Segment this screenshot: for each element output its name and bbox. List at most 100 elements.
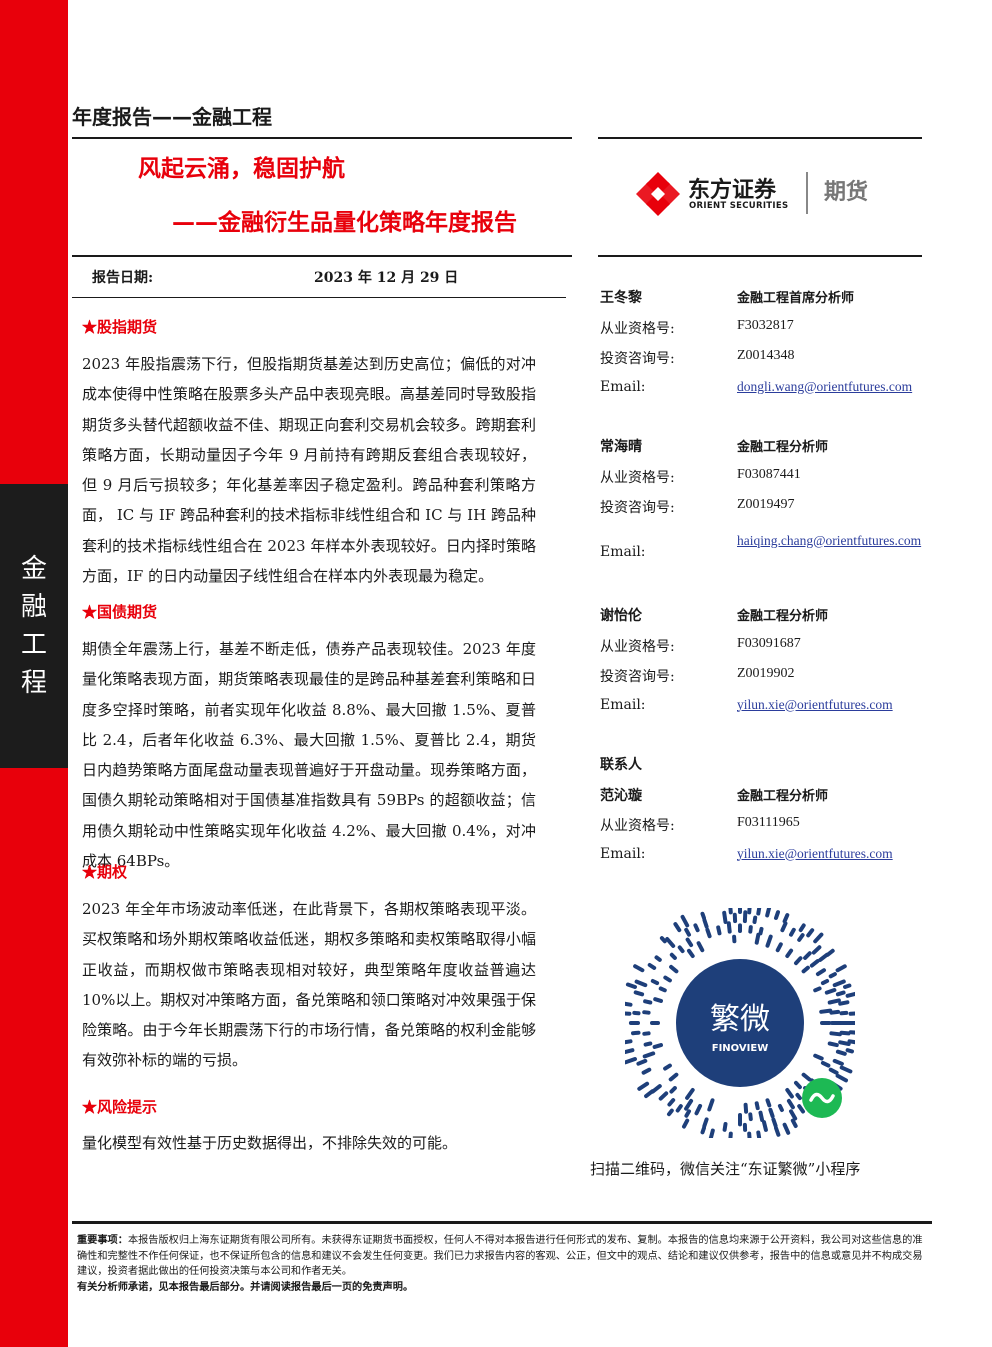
qr-ray (803, 951, 812, 960)
qr-ray (756, 1130, 762, 1138)
qr-ray (667, 1098, 676, 1107)
qr-ray (647, 963, 657, 970)
qr-ray (824, 988, 837, 995)
side-label-char: 工 (20, 630, 47, 660)
qr-ray (827, 1041, 839, 1048)
qr-ray (829, 1009, 841, 1015)
qr-ray (790, 1118, 798, 1128)
analyst-email-link[interactable]: dongli.wang@orientfutures.com (737, 378, 913, 394)
qr-ray (835, 964, 847, 973)
qr-ray (743, 1102, 749, 1114)
qr-ray (728, 1131, 733, 1138)
qr-ray (677, 945, 685, 954)
analyst-qual-label: 从业资格号: (600, 469, 675, 486)
qr-ray (839, 1030, 851, 1036)
qr-ray (641, 1067, 652, 1075)
qr-ray (838, 1040, 851, 1046)
section-heading-index-futures: ★股指期货 (82, 318, 158, 336)
qr-ray (625, 1039, 633, 1045)
report-subtitle: ——金融衍生品量化策略年度报告 (172, 210, 517, 236)
qr-ray (625, 1001, 633, 1007)
qr-ray (811, 945, 822, 955)
analyst-name: 常海晴 (600, 439, 642, 455)
analyst-role: 金融工程首席分析师 (737, 290, 855, 305)
qr-ray (801, 965, 810, 974)
qr-center-badge (676, 959, 804, 1087)
qr-ray (748, 1112, 753, 1122)
mini-program-glyph (809, 1092, 835, 1104)
title-rule-right (598, 255, 922, 257)
qr-ray (705, 927, 712, 939)
analyst-qual: F03087441 (737, 466, 801, 482)
qr-ray (828, 972, 837, 979)
analyst-role: 金融工程分析师 (737, 439, 829, 454)
qr-ray (754, 932, 761, 945)
qr-ray (839, 1065, 853, 1074)
qr-ray (786, 1098, 795, 1110)
qr-ray (669, 964, 679, 974)
qr-ray (700, 911, 706, 920)
qr-ray (771, 1117, 778, 1128)
qr-ray (636, 1058, 648, 1066)
qr-ray (633, 990, 645, 997)
qr-ray (797, 1104, 805, 1114)
analyst-inv-label: 投资咨询号: (600, 500, 675, 516)
report-date-label: 报告日期: (92, 270, 154, 286)
analyst-inv-label: 投资咨询号: (600, 669, 675, 685)
brand-division: 期货 (824, 180, 869, 205)
qr-ray (680, 914, 690, 928)
qr-ray (756, 908, 762, 916)
qr-ray (809, 959, 820, 968)
qr-ray (653, 997, 663, 1003)
analyst-email-label: Email: (600, 696, 646, 713)
qr-ray (765, 934, 773, 948)
contact-qual: F03111965 (737, 815, 800, 830)
qr-ray (687, 948, 695, 958)
qr-ray (625, 1057, 637, 1065)
contact-heading: 联系人 (600, 757, 642, 773)
section-heading-bond-futures: ★国债期货 (82, 603, 158, 621)
date-rule (72, 297, 566, 298)
qr-ray (827, 998, 841, 1005)
qr-caption: 扫描二维码，微信关注“东证繁微”小程序 (590, 1160, 861, 1178)
qr-ray (643, 999, 653, 1005)
report-type: 年度报告——金融工程 (72, 105, 272, 129)
qr-ray (758, 1110, 765, 1122)
analyst-card: 王冬黎金融工程首席分析师 从业资格号:F3032817 投资咨询号:Z00143… (600, 287, 930, 409)
disclaimer-rule (72, 1221, 932, 1224)
report-title: 风起云涌，稳固护航 (138, 156, 345, 182)
analyst-email-link[interactable]: yilun.xie@orientfutures.com (737, 696, 893, 712)
qr-ray (774, 910, 780, 920)
qr-ray (819, 1008, 833, 1014)
qr-ray (828, 1067, 839, 1075)
brand-divider (806, 172, 808, 214)
qr-ray (652, 1043, 663, 1049)
brand-name-en: ORIENT SECURITIES (689, 201, 789, 211)
qr-ray (795, 1092, 802, 1101)
analyst-name: 王冬黎 (600, 290, 642, 306)
contact-card: 联系人 范沁璇金融工程分析师 从业资格号:F03111965 Email:yil… (600, 754, 930, 876)
qr-ray (829, 1031, 842, 1037)
qr-ray (762, 1120, 768, 1132)
mini-program-qr-code[interactable]: 繁微 FINOVIEW (625, 908, 855, 1138)
qr-ray (685, 1088, 695, 1100)
qr-ray (667, 1108, 674, 1117)
contact-email-link[interactable]: yilun.xie@orientfutures.com (737, 845, 893, 861)
analyst-email-link[interactable]: haiqing.chang@orientfutures.com (737, 532, 922, 548)
qr-ray (654, 955, 662, 962)
contact-role: 金融工程分析师 (737, 787, 829, 803)
qr-ray (702, 918, 709, 929)
qr-ray (813, 932, 824, 944)
header-rule-right (598, 137, 922, 139)
analyst-inv: Z0019902 (737, 666, 795, 681)
analyst-email-label: Email: (600, 543, 646, 560)
section-body-bond-futures: 期债全年震荡上行，基差不断走低，债券产品表现较佳。2023 年度量化策略表现方面… (82, 640, 536, 871)
qr-ray (768, 1107, 775, 1119)
qr-ray (668, 1072, 679, 1082)
qr-ray (754, 1101, 760, 1111)
qr-ray (765, 908, 772, 918)
qr-ray (752, 915, 758, 924)
disclaimer-lead: 重要事项： (77, 1234, 128, 1246)
qr-ray (820, 1060, 831, 1068)
qr-ray (684, 927, 691, 937)
